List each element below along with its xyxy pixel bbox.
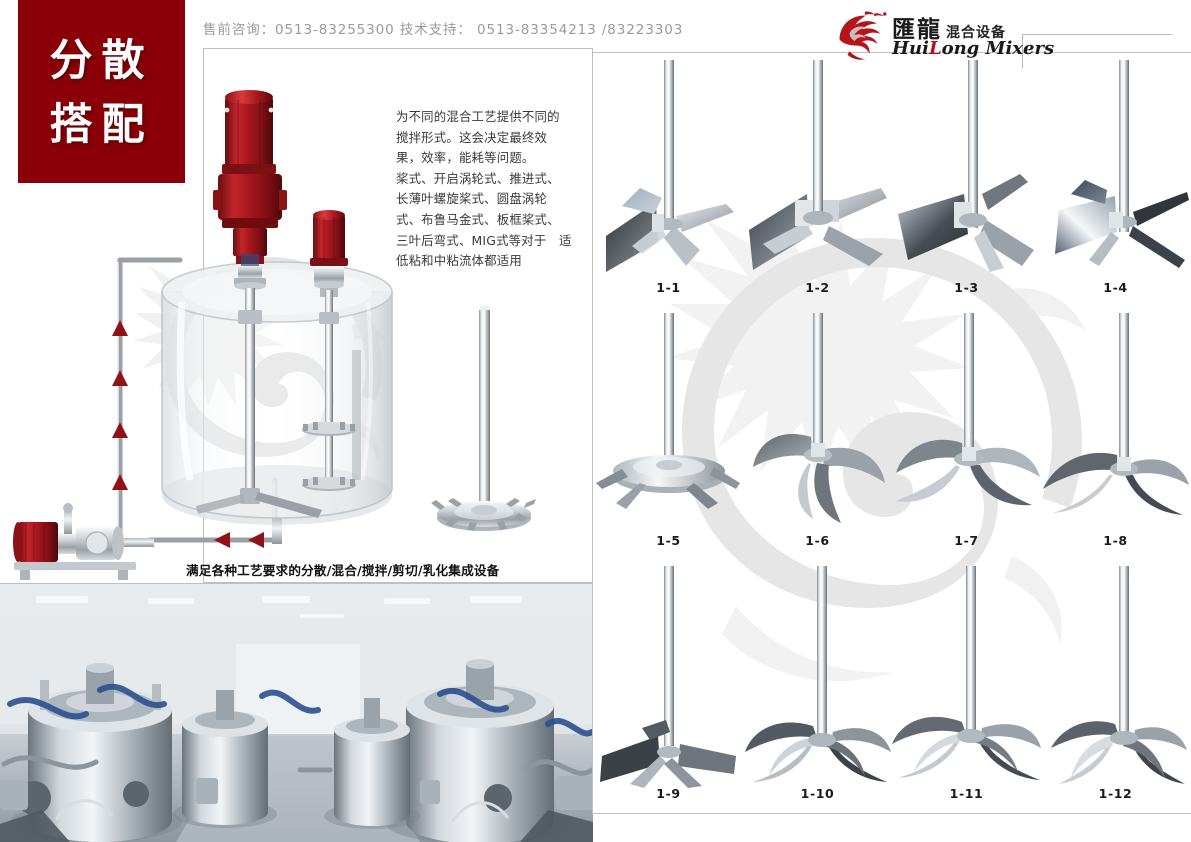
red-title-banner: 分散 搭配 xyxy=(18,0,185,183)
main-drive-motor xyxy=(213,90,287,290)
standalone-sawtooth-disperser xyxy=(431,306,536,531)
impeller-label-1-12: 1-12 xyxy=(1098,786,1133,801)
logo-cn-main: 匯龍 xyxy=(892,16,942,43)
impeller-image-1-4 xyxy=(1055,60,1189,268)
logo-en-pre: Hui xyxy=(892,38,929,59)
description-paragraph-2: 桨式、开启涡轮式、推进式、长薄叶螺旋桨式、圆盘涡轮式、布鲁马金式、板框桨式、三叶… xyxy=(396,170,572,269)
contact-info-bar: 售前咨询：0513-83255300 技术支持： 0513-83354213 /… xyxy=(203,22,684,38)
impeller-label-1-4: 1-4 xyxy=(1103,280,1128,295)
impeller-cell-1-5[interactable]: 1-5 xyxy=(594,307,743,560)
impeller-label-1-1: 1-1 xyxy=(656,280,681,295)
dragon-logo-icon xyxy=(839,11,887,60)
factory-reactor-vessels-photo xyxy=(0,584,593,842)
impeller-label-1-10: 1-10 xyxy=(800,786,835,801)
impeller-catalog-grid: 1-1 1-2 xyxy=(594,54,1191,812)
impeller-image-1-12 xyxy=(1051,566,1187,784)
impeller-cell-1-8[interactable]: 1-8 xyxy=(1041,307,1190,560)
impeller-cell-1-1[interactable]: 1-1 xyxy=(594,54,743,307)
impeller-cell-1-3[interactable]: 1-3 xyxy=(892,54,1041,307)
impeller-label-1-2: 1-2 xyxy=(805,280,830,295)
impeller-image-1-1 xyxy=(606,60,734,272)
impeller-cell-1-12[interactable]: 1-12 xyxy=(1041,560,1190,813)
left-panel-bottom-rule xyxy=(0,583,593,584)
impeller-cell-1-9[interactable]: 1-9 xyxy=(594,560,743,813)
description-text-block: 为不同的混合工艺提供不同的搅拌形式。这会决定最终效果，效率，能耗等问题。 桨式、… xyxy=(396,107,572,272)
impeller-label-1-11: 1-11 xyxy=(949,786,984,801)
impeller-cell-1-6[interactable]: 1-6 xyxy=(743,307,892,560)
impeller-image-1-5 xyxy=(596,313,740,509)
inline-homogenizer-pump xyxy=(13,503,154,580)
impeller-cell-1-7[interactable]: 1-7 xyxy=(892,307,1041,560)
right-panel-top-rule xyxy=(593,52,1191,53)
impeller-label-1-8: 1-8 xyxy=(1103,533,1128,548)
impeller-label-1-5: 1-5 xyxy=(656,533,681,548)
disperser-drive-motor xyxy=(310,210,348,297)
impeller-cell-1-10[interactable]: 1-10 xyxy=(743,560,892,813)
right-panel-bottom-rule xyxy=(593,813,1191,814)
logo-en-post: ong Mixers xyxy=(941,38,1055,59)
impeller-label-1-7: 1-7 xyxy=(954,533,979,548)
mixing-tank-diagram xyxy=(13,90,536,580)
logo-english-text: HuiLong Mixers xyxy=(892,38,1054,59)
sawtooth-disc-upper xyxy=(302,422,356,436)
impeller-image-1-6 xyxy=(753,313,885,523)
company-logo[interactable]: 匯龍混合设备 HuiLong Mixers xyxy=(832,8,1054,64)
logo-cn-sub: 混合设备 xyxy=(946,25,1006,41)
impeller-image-1-2 xyxy=(749,60,887,270)
impeller-label-1-3: 1-3 xyxy=(954,280,979,295)
impeller-image-1-9 xyxy=(600,566,736,788)
logo-en-mid: L xyxy=(928,38,942,59)
logo-divider-horizontal xyxy=(1022,34,1172,35)
impeller-image-1-10 xyxy=(745,566,891,782)
banner-line-1: 分散 xyxy=(49,36,154,86)
impeller-cell-1-4[interactable]: 1-4 xyxy=(1041,54,1190,307)
banner-line-2: 搭配 xyxy=(49,100,154,150)
impeller-image-1-11 xyxy=(892,566,1041,780)
impeller-label-1-9: 1-9 xyxy=(656,786,681,801)
agitator-shafts xyxy=(196,288,356,518)
impeller-cell-1-2[interactable]: 1-2 xyxy=(743,54,892,307)
tank-diagram-caption: 满足各种工艺要求的分散/混合/搅拌/剪切/乳化集成设备 xyxy=(186,563,500,578)
impeller-image-1-3 xyxy=(898,60,1034,272)
impeller-cell-1-11[interactable]: 1-11 xyxy=(892,560,1041,813)
impeller-label-1-6: 1-6 xyxy=(805,533,830,548)
flow-arrow xyxy=(112,320,264,548)
sawtooth-disc-lower xyxy=(302,477,356,491)
description-paragraph-1: 为不同的混合工艺提供不同的搅拌形式。这会决定最终效果，效率，能耗等问题。 xyxy=(396,109,560,166)
center-vertical-divider xyxy=(592,48,593,814)
impeller-image-1-8 xyxy=(1043,313,1189,515)
logo-chinese-text: 匯龍混合设备 xyxy=(892,10,1006,44)
impeller-image-1-7 xyxy=(896,313,1040,506)
logo-divider-vertical xyxy=(1022,34,1023,68)
